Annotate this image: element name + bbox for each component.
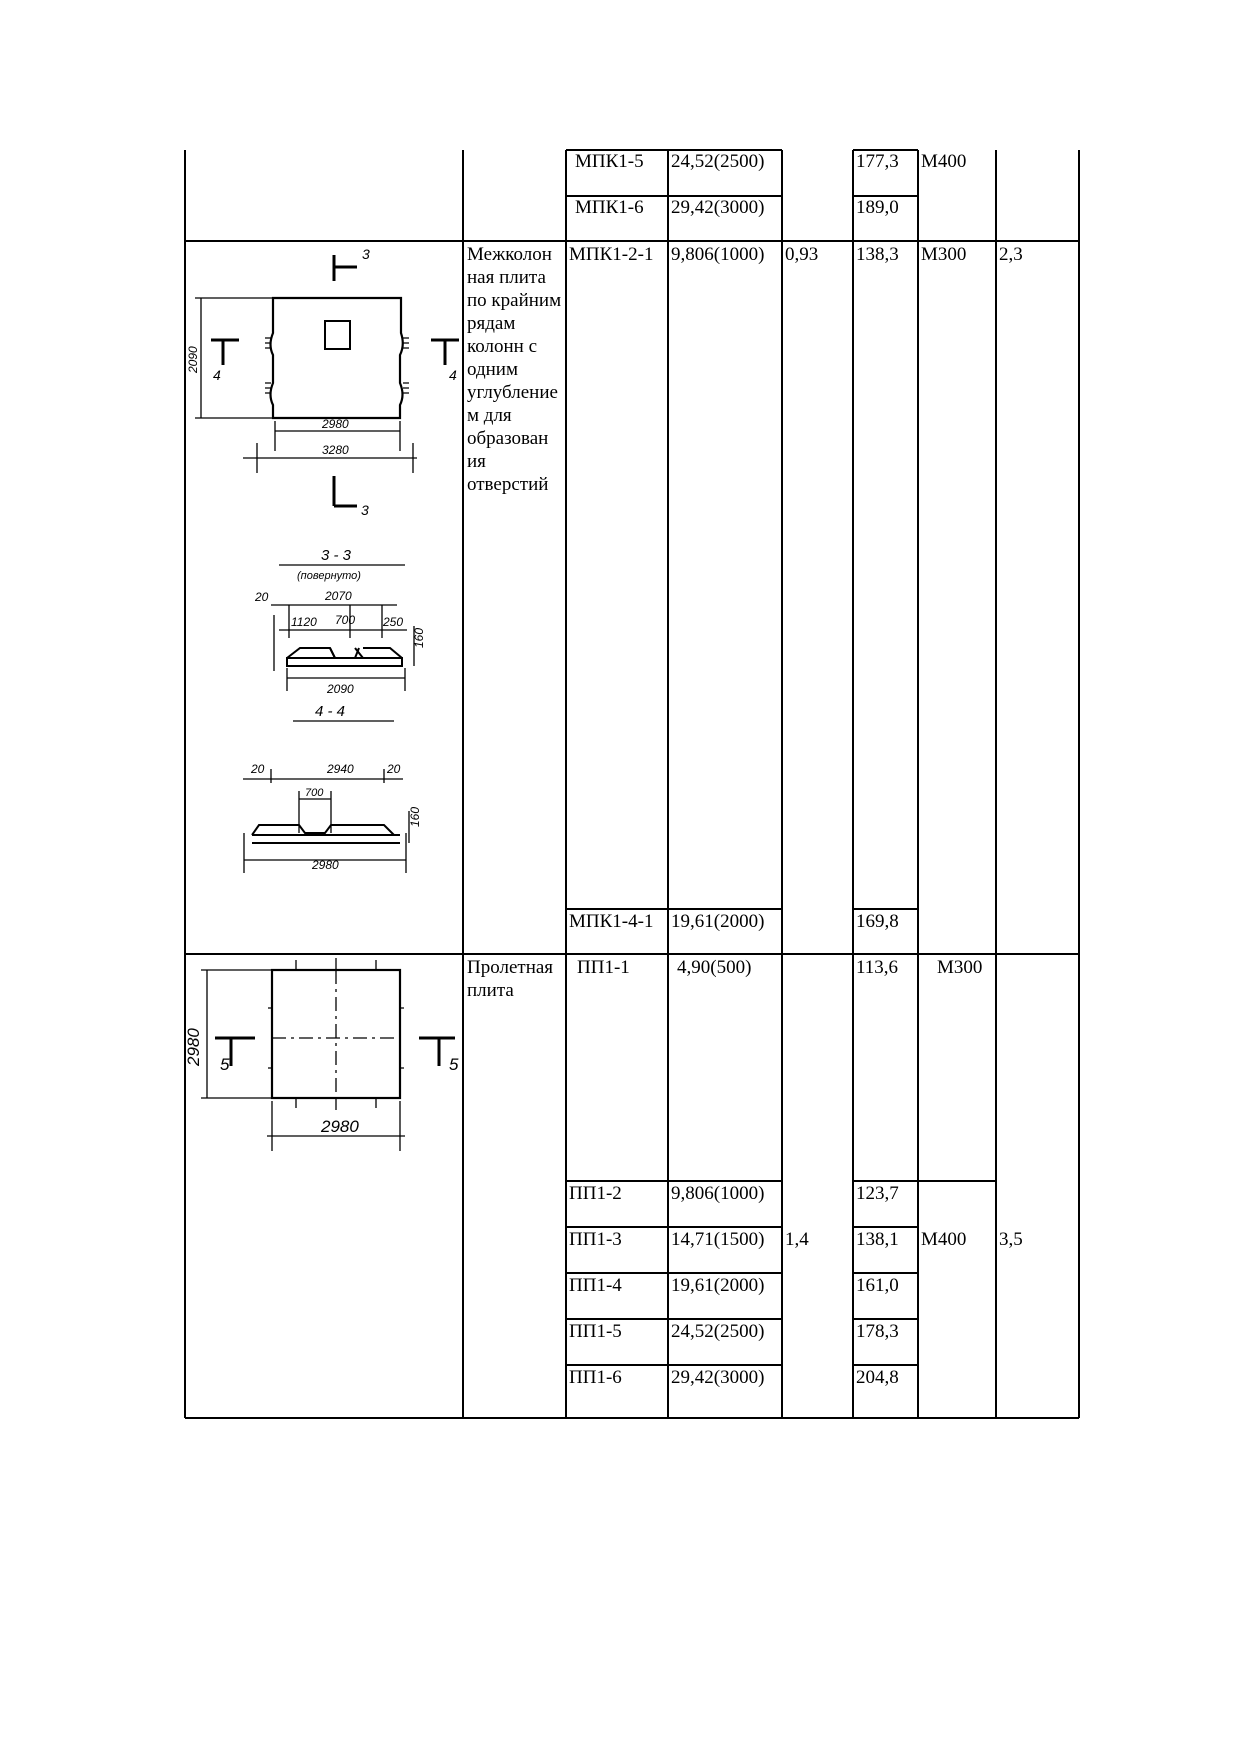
- cell-mass: 123,7: [856, 1183, 899, 1204]
- svg-text:2070: 2070: [324, 589, 352, 603]
- cell-mass: 178,3: [856, 1321, 899, 1342]
- cell-mark: МПК1-2-1: [569, 244, 654, 265]
- svg-text:1120: 1120: [291, 615, 317, 629]
- svg-text:20: 20: [386, 762, 401, 776]
- cell-mark: ПП1-4: [569, 1275, 622, 1296]
- cell-mass: 161,0: [856, 1275, 899, 1296]
- cell-load: 19,61(2000): [671, 1275, 765, 1296]
- cell-load: 29,42(3000): [671, 1367, 765, 1388]
- section-4-label-right: 4: [449, 367, 457, 383]
- cell-load: 4,90(500): [677, 957, 752, 978]
- cell-concrete: М400: [921, 1229, 967, 1250]
- pp-section-label-left: 5: [220, 1055, 230, 1074]
- section-3-label-top: 3: [362, 246, 370, 262]
- cell-mass: 113,6: [856, 957, 899, 978]
- dim-height: 2090: [187, 346, 200, 374]
- section33-note: (повернуто): [297, 570, 361, 582]
- cell-steel: 3,5: [999, 1229, 1023, 1250]
- cell-load: 24,52(2500): [671, 151, 765, 172]
- section-4-label-left: 4: [213, 367, 221, 383]
- cell-load: 29,42(3000): [671, 197, 765, 218]
- cell-mass: 138,3: [856, 244, 899, 265]
- svg-text:700: 700: [305, 787, 324, 799]
- cell-volume: 1,4: [785, 1229, 809, 1250]
- cell-concrete: М400: [921, 151, 967, 172]
- dim-outer: 3280: [322, 443, 349, 457]
- section-3-label-bottom: 3: [361, 502, 369, 518]
- cell-steel: 2,3: [999, 244, 1023, 265]
- svg-text:20: 20: [254, 590, 269, 604]
- cell-concrete: М300: [937, 957, 983, 978]
- svg-text:2940: 2940: [326, 762, 354, 776]
- section44-title: 4 - 4: [315, 703, 345, 720]
- cell-mark: ПП1-5: [569, 1321, 622, 1342]
- cell-load: 9,806(1000): [671, 244, 765, 265]
- cell-mark: МПК1-6: [575, 197, 644, 218]
- cell-load: 9,806(1000): [671, 1183, 765, 1204]
- cell-mark: ПП1-1: [577, 957, 630, 978]
- pp-section-label-right: 5: [449, 1055, 459, 1074]
- cell-load: 19,61(2000): [671, 911, 765, 932]
- mpk-plate-drawing: 3 3 4 4 2090 2980 3280 3 - 3 (повернуто)…: [187, 246, 459, 873]
- cell-load: 24,52(2500): [671, 1321, 765, 1342]
- svg-text:250: 250: [382, 615, 403, 629]
- cell-mark: ПП1-3: [569, 1229, 622, 1250]
- svg-text:2090: 2090: [326, 682, 354, 696]
- item-description: Пролетная плита: [467, 957, 554, 1001]
- cell-mark: МПК1-4-1: [569, 911, 654, 932]
- cell-mass: 138,1: [856, 1229, 899, 1250]
- cell-mark: ПП1-2: [569, 1183, 622, 1204]
- cell-mass: 169,8: [856, 911, 899, 932]
- svg-text:160: 160: [412, 628, 426, 648]
- section33-title: 3 - 3: [321, 547, 352, 564]
- cell-mark: МПК1-5: [575, 151, 644, 172]
- pp-dim-width: 2980: [320, 1117, 359, 1136]
- dim-inner: 2980: [321, 417, 349, 431]
- svg-text:20: 20: [250, 762, 265, 776]
- svg-text:2980: 2980: [311, 858, 339, 872]
- pp-dim-height: 2980: [187, 1028, 203, 1067]
- svg-text:700: 700: [335, 613, 355, 627]
- cell-mass: 177,3: [856, 151, 899, 172]
- cell-mass: 189,0: [856, 197, 899, 218]
- cell-concrete: М300: [921, 244, 967, 265]
- pp-plate-drawing: 2980 2980 5 5: [187, 958, 459, 1151]
- cell-load: 14,71(1500): [671, 1229, 765, 1250]
- cell-volume: 0,93: [785, 244, 819, 265]
- item-description: Межколон ная плита по крайним рядам коло…: [467, 244, 562, 495]
- cell-mass: 204,8: [856, 1367, 899, 1388]
- cell-mark: ПП1-6: [569, 1367, 622, 1388]
- svg-text:160: 160: [408, 807, 422, 827]
